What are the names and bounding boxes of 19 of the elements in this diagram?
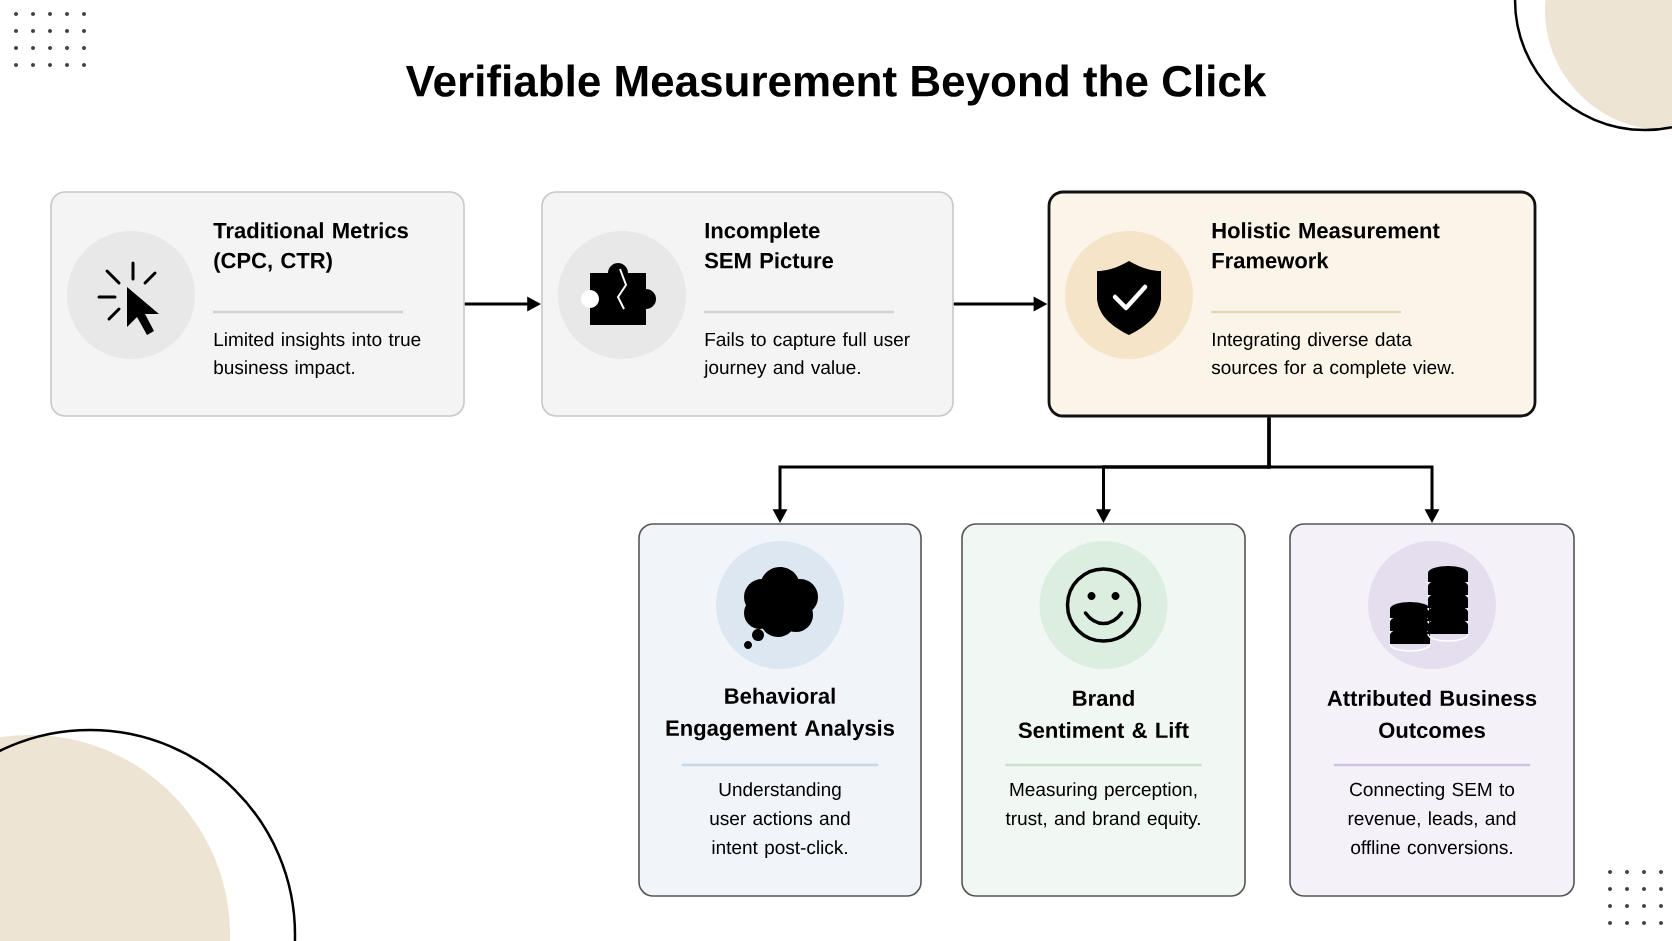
card-text: Connecting SEM to revenue, leads, and offline conversions. <box>1348 782 1516 855</box>
process-card <box>1289 523 1575 897</box>
process-card <box>961 523 1246 897</box>
card-heading: Brand Sentiment & Lift <box>1018 689 1189 739</box>
card-text: Fails to capture full user journey and value. <box>703 332 910 378</box>
card-heading: Attributed Business Outcomes <box>1327 689 1537 739</box>
process-card <box>541 191 954 417</box>
card-text: Limited insights into true business impact. <box>214 332 421 378</box>
process-card <box>638 523 922 897</box>
process-card <box>50 191 465 417</box>
card-heading: Holistic Measurement Framework <box>1212 222 1440 269</box>
process-card <box>1047 190 1537 418</box>
card-text: Understanding user actions and intent post-click. <box>710 782 850 858</box>
card-heading: Behavioral Engagement Analysis <box>666 687 895 741</box>
card-heading: Traditional Metrics (CPC, CTR) <box>213 222 408 273</box>
card-text: Measuring perception, trust, and brand equity. <box>1005 782 1200 829</box>
card-heading: Incomplete SEM Picture <box>704 222 834 269</box>
card-text: Integrating diverse data sources for a complete view. <box>1211 332 1454 378</box>
title: Verifiable Measurement Beyond the Click <box>405 64 1267 106</box>
